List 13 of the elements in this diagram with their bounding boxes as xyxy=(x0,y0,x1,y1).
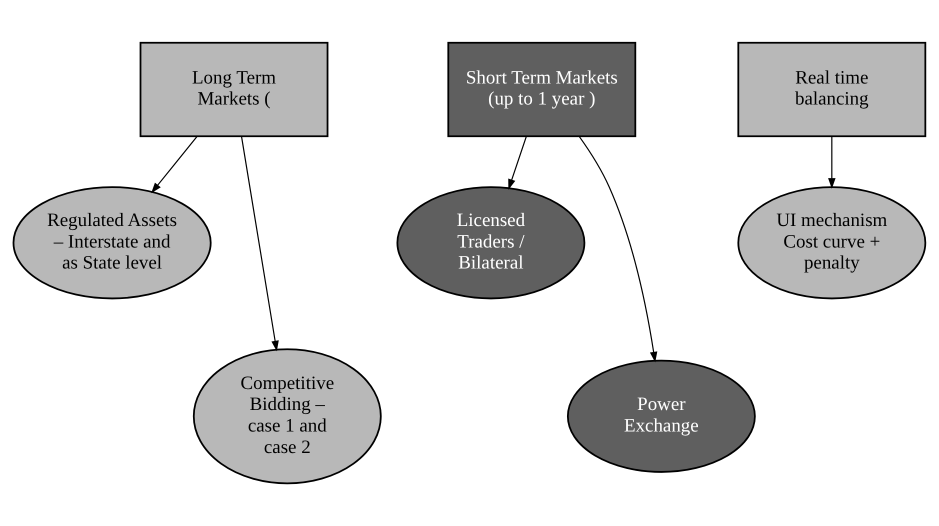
node-ellipse: Regulated Assets – Interstate and as State level xyxy=(12,186,212,300)
arrow xyxy=(240,136,279,352)
node-ellipse: Licensed Traders / Bilateral xyxy=(396,186,586,300)
node-ellipse: Power Exchange xyxy=(566,360,756,473)
arrow xyxy=(828,136,836,189)
arrow xyxy=(578,136,658,363)
node-box: Long Term Markets ( xyxy=(140,42,328,138)
node-box: Short Term Markets (up to 1 year ) xyxy=(447,42,636,138)
arrow xyxy=(508,136,527,190)
node-box: Real time balancing xyxy=(737,42,926,138)
node-ellipse: UI mechanism Cost curve + penalty xyxy=(737,186,926,300)
node-ellipse: Competitive Bidding – case 1 and case 2 xyxy=(192,348,382,484)
arrow xyxy=(151,136,198,194)
